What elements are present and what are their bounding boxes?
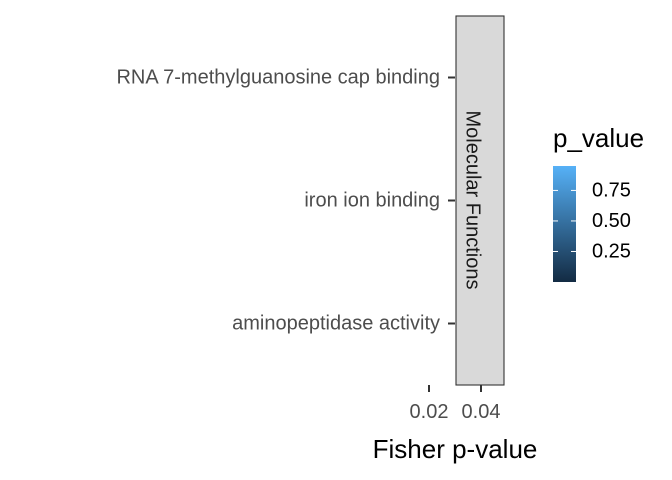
x-tick-label: 0.04 [462, 401, 501, 423]
legend-tick-label: 0.25 [592, 240, 631, 262]
legend-tick-label: 0.50 [592, 210, 631, 232]
y-axis: RNA 7-methylguanosine cap binding iron io… [116, 67, 455, 335]
legend-ticks: 0.75 0.50 0.25 [553, 179, 631, 262]
x-tick-label: 0.02 [410, 401, 449, 423]
y-tick-label: RNA 7-methylguanosine cap binding [116, 67, 440, 89]
x-axis: 0.02 0.04 [410, 385, 501, 423]
y-tick-label: aminopeptidase activity [232, 313, 440, 335]
legend-colorbar [553, 166, 576, 282]
x-axis-title: Fisher p-value [373, 434, 538, 464]
y-tick-label: iron ion binding [304, 190, 440, 212]
legend: p_value 0.75 0.50 0.25 [553, 123, 644, 282]
legend-tick-label: 0.75 [592, 179, 631, 201]
legend-title: p_value [553, 123, 644, 153]
facet-strip-label: Molecular Functions [462, 111, 484, 290]
facet-strip [455, 15, 505, 386]
